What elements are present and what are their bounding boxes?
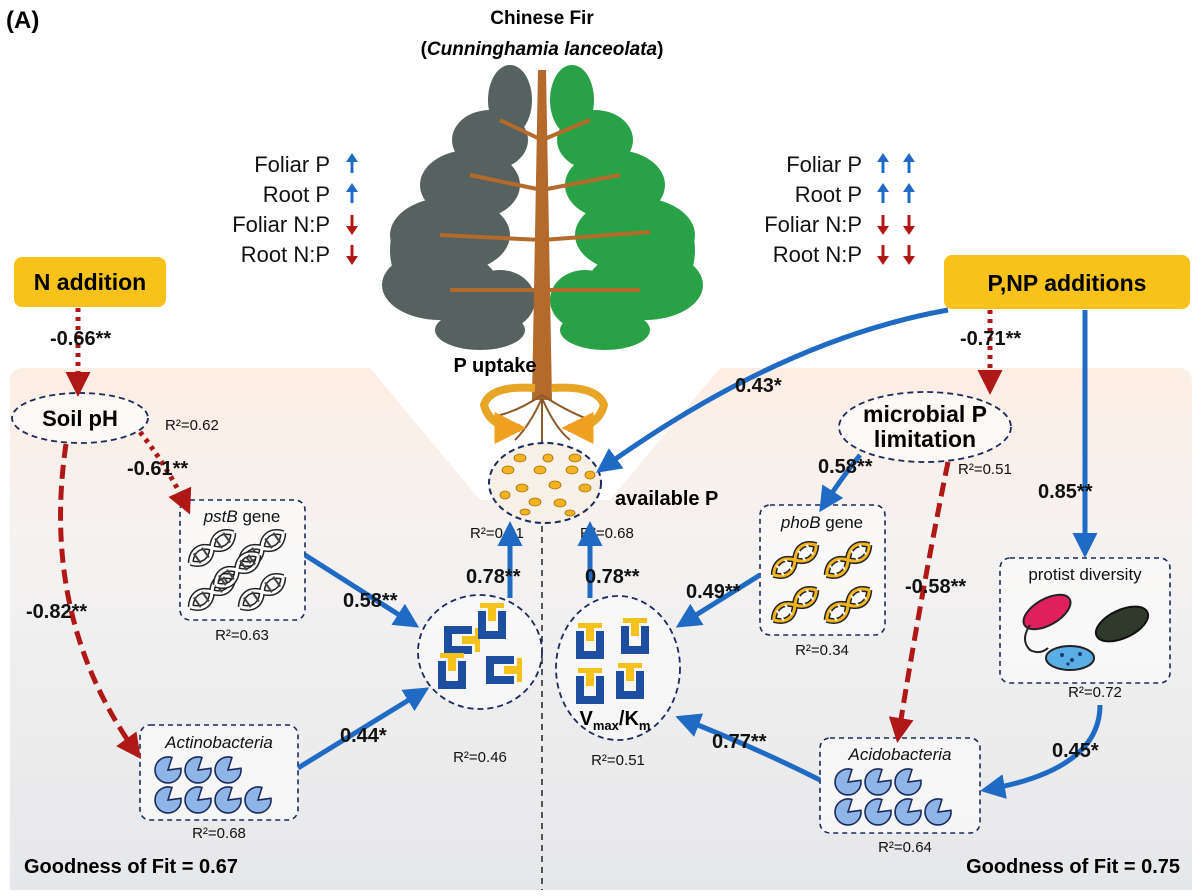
svg-text:Actinobacteria: Actinobacteria — [164, 733, 273, 752]
arrow-down-icon — [877, 215, 889, 235]
svg-text:microbial P: microbial P — [863, 401, 987, 427]
soil-ph-node: Soil pH — [11, 392, 149, 444]
coef-pstb-to-enzyme: 0.58** — [343, 590, 398, 612]
actinobacteria-node: Actinobacteria — [139, 724, 299, 821]
path-ph-to-pstb — [138, 430, 192, 515]
arrow-down-icon — [346, 215, 358, 235]
n-addition-node: N addition — [14, 257, 166, 307]
path-protist-to-acido — [980, 704, 1103, 799]
protist-r2: R²=0.72 — [1068, 684, 1122, 701]
enzyme-right-r2: R²=0.51 — [591, 752, 645, 769]
svg-text:P,NP additions: P,NP additions — [988, 270, 1147, 296]
pstb-gene-node: pstB gene — [179, 499, 306, 621]
goodness-of-fit-left: Goodness of Fit = 0.67 — [24, 856, 238, 878]
dna-icon — [770, 541, 873, 624]
chinese-fir-tree-icon — [382, 65, 703, 441]
path-phob-to-enzyme — [675, 572, 762, 628]
coef-n-to-ph: -0.66** — [50, 328, 111, 350]
enzyme-icon — [438, 603, 522, 689]
enzyme-icon — [576, 618, 649, 704]
arrow-up-icon — [903, 153, 915, 173]
available-p-r2-left: R²=0.61 — [470, 525, 524, 542]
phob-r2: R²=0.34 — [795, 642, 849, 659]
coef-enzyme-right-to-ap: 0.78** — [585, 566, 640, 588]
coef-mpl-to-acido: -0.58** — [905, 576, 966, 598]
trait-list-right: Foliar P Root P Foliar N:P Root N:P — [764, 152, 915, 267]
microbial-p-r2: R²=0.51 — [958, 461, 1012, 478]
path-ph-to-actino — [58, 443, 141, 760]
acidobacteria-r2: R²=0.64 — [878, 839, 932, 856]
path-pstb-to-enzyme — [303, 552, 420, 628]
path-acido-to-enzyme — [675, 713, 822, 783]
svg-text:Acidobacteria: Acidobacteria — [847, 745, 951, 764]
svg-text:N addition: N addition — [34, 269, 146, 295]
p-uptake-cycle-icon — [479, 383, 609, 444]
arrow-down-icon — [346, 245, 358, 265]
protist-icon — [1022, 593, 1150, 671]
coef-enzyme-left-to-ap: 0.78** — [466, 566, 521, 588]
arrow-down-icon — [903, 215, 915, 235]
svg-text:protist diversity: protist diversity — [1028, 565, 1142, 584]
protist-diversity-node: protist diversity — [999, 557, 1171, 684]
microbial-p-limitation-node: microbial P limitation — [838, 391, 1012, 463]
coef-actino-to-enzyme: 0.44* — [340, 725, 387, 747]
coef-pnp-to-protist: 0.85** — [1038, 481, 1093, 503]
trait-label: Root N:P — [241, 242, 330, 267]
arrow-up-icon — [877, 183, 889, 203]
svg-text:limitation: limitation — [874, 426, 976, 452]
trait-label: Foliar N:P — [764, 212, 862, 237]
trait-label: Foliar N:P — [232, 212, 330, 237]
soil-ph-r2: R²=0.62 — [165, 417, 219, 434]
enzyme-node-right: Vmax/Km — [555, 595, 681, 741]
arrow-up-icon — [877, 153, 889, 173]
path-mpl-to-acido — [888, 461, 951, 743]
arrow-up-icon — [346, 183, 358, 203]
trait-label: Root P — [795, 182, 862, 207]
available-p-label: available P — [615, 488, 718, 510]
path-actino-to-enzyme — [296, 687, 430, 771]
coef-ph-to-pstb: -0.61** — [127, 458, 188, 480]
enzyme-node-left — [417, 594, 543, 710]
arrow-down-icon — [903, 245, 915, 265]
coef-ph-to-actino: -0.82** — [26, 601, 87, 623]
tree-latin-name: (Cunninghamia lanceolata) — [421, 39, 664, 60]
coef-pnp-to-ap: 0.43* — [735, 375, 782, 397]
svg-text:Vmax/Km: Vmax/Km — [580, 708, 651, 733]
svg-text:phoB gene: phoB gene — [780, 513, 863, 532]
coef-acido-to-enzyme: 0.77** — [712, 731, 767, 753]
panel-label: (A) — [6, 7, 39, 34]
trait-list-left: Foliar P Root P Foliar N:P Root N:P — [232, 152, 358, 267]
p-uptake-label: P uptake — [454, 355, 537, 377]
arrow-up-icon — [903, 183, 915, 203]
path-arrows — [58, 307, 1103, 799]
coef-pnp-to-mpl: -0.71** — [960, 328, 1021, 350]
trait-label: Root P — [263, 182, 330, 207]
acidobacteria-node: Acidobacteria — [819, 737, 981, 834]
tree-title: Chinese Fir — [490, 8, 594, 29]
enzyme-left-r2: R²=0.46 — [453, 749, 507, 766]
svg-text:Soil pH: Soil pH — [42, 406, 118, 431]
coef-mpl-to-phob: 0.58** — [818, 456, 873, 478]
trait-label: Root N:P — [773, 242, 862, 267]
trait-label: Foliar P — [254, 152, 330, 177]
path-pnp-to-ap — [595, 307, 949, 473]
p-np-additions-node: P,NP additions — [944, 255, 1190, 309]
bacteria-icon — [834, 768, 952, 826]
dna-icon — [187, 529, 287, 611]
goodness-of-fit-right: Goodness of Fit = 0.75 — [966, 856, 1180, 878]
coef-protist-to-acido: 0.45* — [1052, 740, 1099, 762]
svg-text:pstB gene: pstB gene — [203, 507, 281, 526]
arrow-up-icon — [346, 153, 358, 173]
coef-phob-to-enzyme: 0.49** — [686, 581, 741, 603]
arrow-down-icon — [877, 245, 889, 265]
path-mpl-to-phob — [819, 453, 862, 513]
phob-gene-node: phoB gene — [759, 504, 886, 636]
bacteria-icon — [154, 756, 272, 814]
available-p-node — [488, 442, 602, 524]
trait-label: Foliar P — [786, 152, 862, 177]
pstb-r2: R²=0.63 — [215, 627, 269, 644]
actinobacteria-r2: R²=0.68 — [192, 825, 246, 842]
